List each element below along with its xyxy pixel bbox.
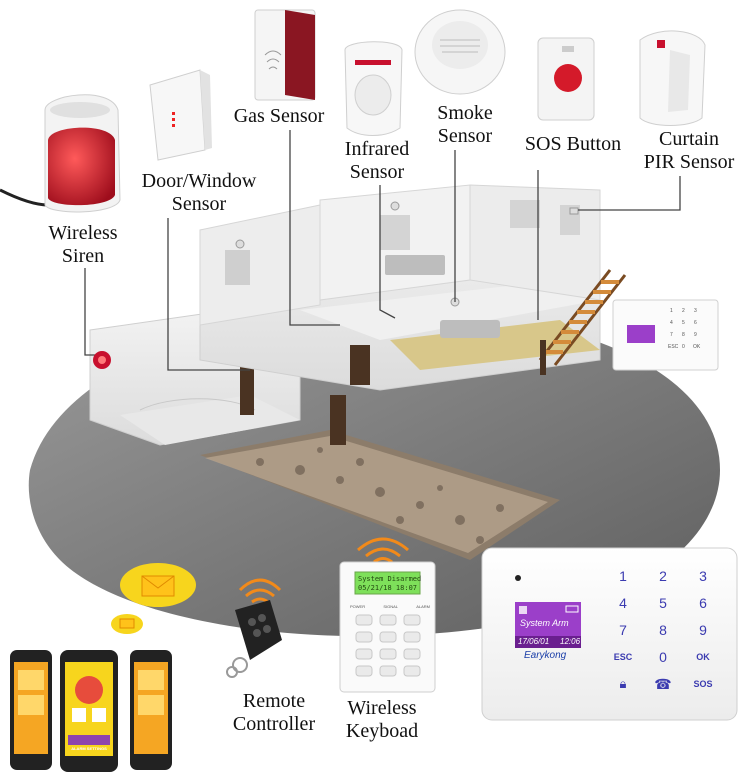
- indicator-power: POWER: [350, 604, 366, 609]
- door-window-sensor-device: [149, 69, 212, 161]
- phone-icon[interactable]: ☎: [654, 676, 672, 692]
- key-2[interactable]: 2: [659, 568, 667, 584]
- connector-lines: [84, 130, 681, 371]
- panel-screen-date: 17/06/01: [518, 637, 550, 646]
- phone-footer-text: ALARM SETTINGS: [71, 746, 107, 751]
- key-9[interactable]: 9: [699, 622, 707, 638]
- indicator-alarm: ALARM: [416, 604, 430, 609]
- label-curtain-pir-sensor: Curtain PIR Sensor: [643, 128, 735, 173]
- panel-screen-line1: System Arm: [520, 618, 569, 628]
- svg-text:1: 1: [670, 308, 673, 314]
- svg-text:OK: OK: [693, 344, 701, 350]
- key-3[interactable]: 3: [699, 568, 707, 584]
- label-smoke-sensor: Smoke Sensor: [437, 102, 493, 147]
- panel-screen-time: 12:06: [560, 637, 581, 646]
- keyboard-indicators: POWER SIGNAL ALARM: [350, 604, 430, 609]
- key-8[interactable]: 8: [659, 622, 667, 638]
- gas-sensor-device: [254, 9, 316, 101]
- label-sos-button: SOS Button: [524, 133, 622, 155]
- svg-text:8: 8: [682, 332, 685, 338]
- alarm-panel: [481, 547, 738, 721]
- curtain-pir-sensor-device: [639, 30, 706, 126]
- gravel-path: [200, 430, 560, 560]
- svg-text:3: 3: [694, 308, 697, 314]
- label-door-window-sensor: Door/Window Sensor: [141, 170, 257, 215]
- wireless-siren-device: [0, 94, 121, 369]
- svg-text:0: 0: [682, 344, 685, 350]
- svg-text:7: 7: [670, 332, 673, 338]
- label-infrared-sensor: Infrared Sensor: [344, 138, 410, 183]
- house-cutaway: [89, 184, 627, 446]
- key-4[interactable]: 4: [619, 595, 627, 611]
- key-ok[interactable]: OK: [696, 652, 710, 662]
- lock-icon[interactable]: 🔒︎: [619, 676, 627, 691]
- key-7[interactable]: 7: [619, 622, 627, 638]
- phone-left: [10, 650, 52, 770]
- key-5[interactable]: 5: [659, 595, 667, 611]
- key-1[interactable]: 1: [619, 568, 627, 584]
- panel-brand: Earykong: [524, 650, 567, 661]
- remote-controller-device: [226, 600, 282, 678]
- smoke-sensor-device: [414, 9, 506, 95]
- svg-text:9: 9: [694, 332, 697, 338]
- svg-text:4: 4: [670, 320, 673, 326]
- phone-center: [60, 650, 118, 772]
- key-esc[interactable]: ESC: [613, 652, 633, 662]
- key-0[interactable]: 0: [659, 649, 667, 665]
- svg-text:ESC: ESC: [668, 344, 679, 350]
- phone-right: [130, 650, 172, 770]
- indicator-signal: SIGNAL: [383, 604, 398, 609]
- smartphones: [10, 650, 172, 772]
- label-remote-controller: Remote Controller: [232, 690, 316, 735]
- svg-text:6: 6: [694, 320, 697, 326]
- alarm-panel-keypad: 1 2 3 4 5 6 7 8 9 ESC 0 OK 🔒︎ ☎ SOS: [604, 568, 722, 708]
- label-wireless-siren: Wireless Siren: [48, 222, 118, 267]
- label-wireless-keyboad: Wireless Keyboad: [345, 697, 419, 742]
- keyboard-lcd-line2: 05/21/18 18:07: [358, 584, 418, 592]
- wireless-keyboard-device: [339, 561, 436, 693]
- label-gas-sensor: Gas Sensor: [233, 105, 325, 127]
- key-6[interactable]: 6: [699, 595, 707, 611]
- infrared-sensor-device: [344, 41, 403, 136]
- message-envelope-icon: [111, 563, 196, 634]
- sos-button-device: [537, 37, 595, 121]
- key-sos[interactable]: SOS: [693, 679, 713, 689]
- svg-text:5: 5: [682, 320, 685, 326]
- svg-text:2: 2: [682, 308, 685, 314]
- keyboard-lcd-line1: System Disarmed: [358, 575, 422, 583]
